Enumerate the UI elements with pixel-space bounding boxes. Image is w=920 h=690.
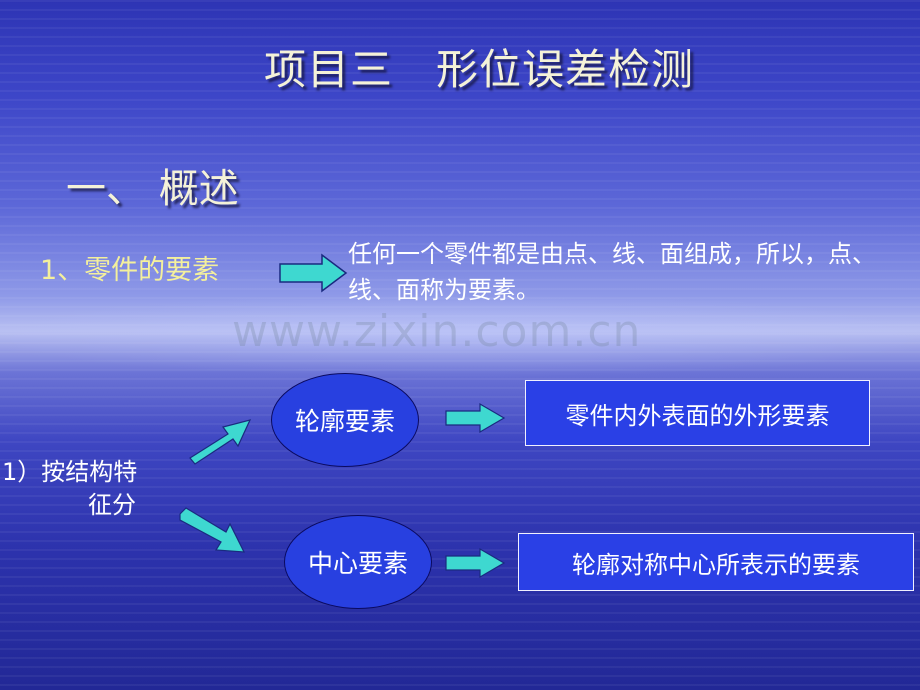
diagonal-up-arrow-icon [189,419,252,465]
section-heading: 一、 概述 [66,166,239,212]
classification-label: 1）按结构特 征分 [2,456,202,522]
diagonal-down-arrow-icon [179,507,246,553]
classification-line-1: 1）按结构特 [2,458,138,486]
watermark: www.zixin.com.cn [232,306,642,357]
slide-title: 项目三 形位误差检测 [264,45,695,94]
right-arrow-icon [445,547,506,579]
right-arrow-icon [445,402,506,434]
item-heading: 1、零件的要素 [40,255,220,286]
center-element-description: 轮廓对称中心所表示的要素 [518,533,914,591]
contour-element-node: 轮廓要素 [271,373,419,467]
classification-line-2: 征分 [88,491,136,519]
contour-element-description: 零件内外表面的外形要素 [525,380,870,446]
item-description: 任何一个零件都是由点、线、面组成，所以，点、线、面称为要素。 [348,240,876,304]
center-element-node: 中心要素 [284,515,432,609]
right-arrow-icon [279,253,348,293]
